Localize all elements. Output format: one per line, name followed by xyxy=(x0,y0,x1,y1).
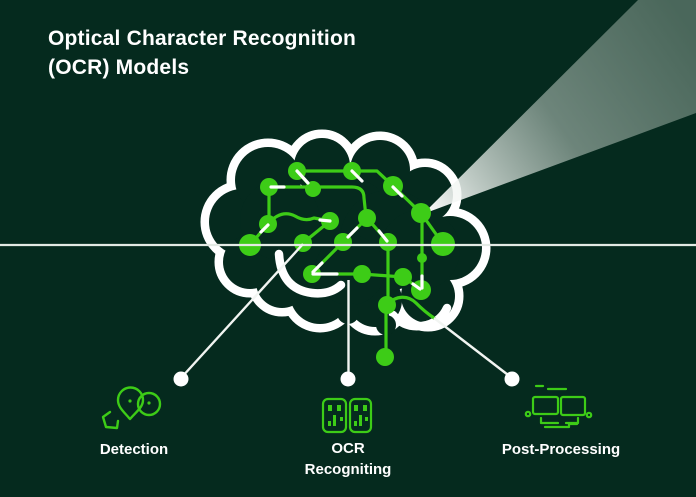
stage-label-ocr-recogniting: OCR Recogniting xyxy=(305,438,392,480)
page-title: Optical Character Recognition (OCR) Mode… xyxy=(48,24,356,82)
brain-fold-arc-right xyxy=(388,303,452,331)
title-line-1: Optical Character Recognition xyxy=(48,27,357,50)
stage-label-ocr-line-1: OCR xyxy=(331,440,365,457)
title-line-2: (OCR) Models xyxy=(48,56,190,79)
stage-label-post-processing: Post-Processing xyxy=(501,441,621,458)
stage-connectors xyxy=(180,243,513,379)
brain-fold-arc-left xyxy=(274,249,346,298)
stage-label-detection: Detection xyxy=(99,441,169,458)
detection-lens-icon xyxy=(101,386,162,430)
stage-label-ocr-line-2: Recogniting xyxy=(304,461,392,478)
qr-code-pair-icon xyxy=(321,397,373,434)
circuit-white-ticks xyxy=(259,169,424,291)
connector-dots xyxy=(173,371,520,387)
light-beam xyxy=(423,0,696,214)
linked-monitors-icon xyxy=(524,384,593,429)
